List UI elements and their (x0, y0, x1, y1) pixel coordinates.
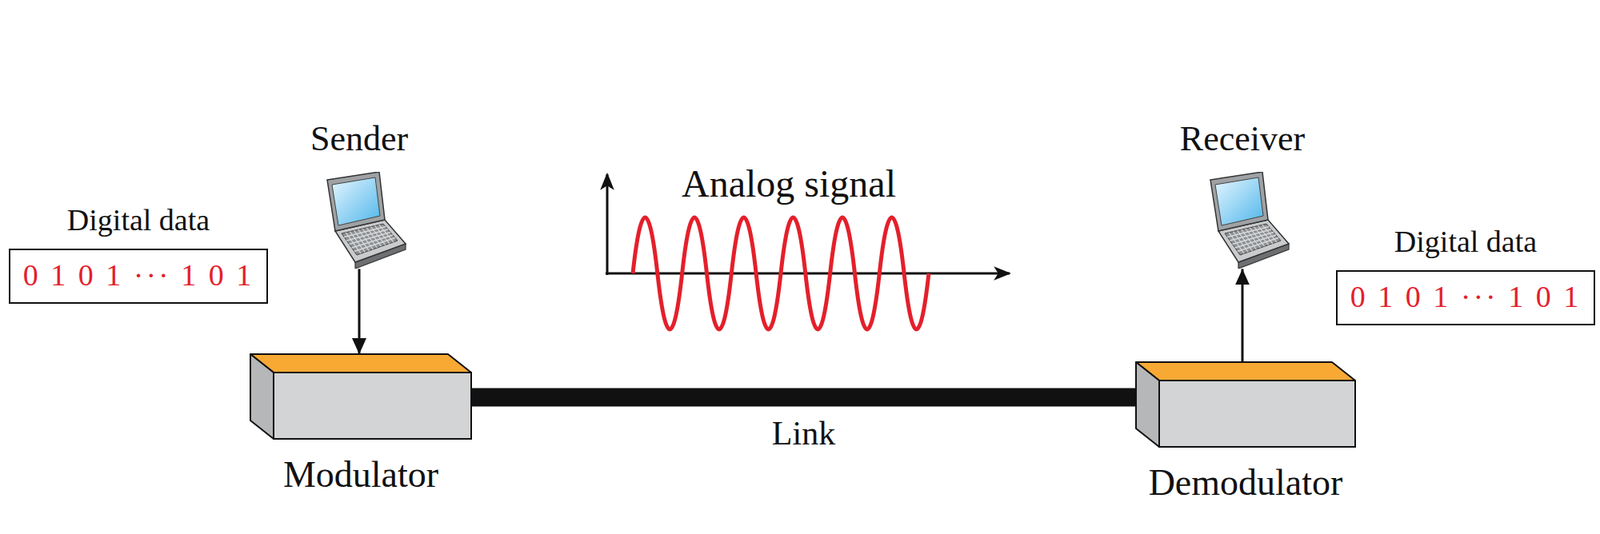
data-frame: 0 1 0 1 ··· 1 0 1 (1336, 270, 1596, 326)
device-box: Demodulator (1136, 362, 1356, 448)
signal-label: Analog signal (681, 163, 896, 206)
data-heading: Digital data (1336, 225, 1596, 260)
data-box: Digital data 0 1 0 1 ··· 1 0 1 (1336, 225, 1596, 326)
device-box: Modulator (250, 354, 472, 440)
computer-label: Sender (310, 120, 408, 159)
transmission-link (471, 388, 1136, 408)
analog-wave (632, 217, 929, 330)
bit-string: 0 1 0 1 ··· 1 0 1 (23, 259, 254, 293)
bit-string: 0 1 0 1 ··· 1 0 1 (1350, 280, 1581, 315)
device-label: Demodulator (1148, 463, 1344, 504)
x-axis (605, 272, 1010, 276)
laptop-icon (311, 172, 408, 269)
data-heading: Digital data (8, 204, 268, 238)
computer-node: Receiver (1180, 120, 1305, 269)
device-shape (250, 354, 472, 440)
arrow-connector (1241, 268, 1244, 363)
data-box: Digital data 0 1 0 1 ··· 1 0 1 (8, 204, 268, 304)
computer-label: Receiver (1180, 120, 1305, 159)
y-axis (606, 174, 609, 276)
device-label: Modulator (283, 455, 439, 496)
arrow-connector (358, 268, 361, 355)
data-frame: 0 1 0 1 ··· 1 0 1 (8, 248, 268, 304)
device-shape (1136, 362, 1356, 448)
link-label: Link (768, 415, 839, 452)
laptop-icon (1194, 172, 1292, 269)
computer-node: Sender (310, 120, 408, 269)
